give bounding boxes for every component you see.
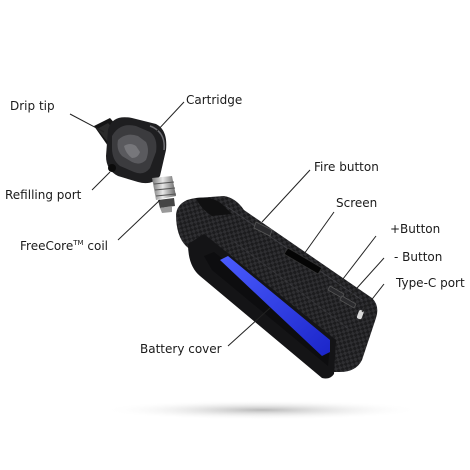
leader-lines bbox=[69, 101, 385, 347]
label-coil-suffix: coil bbox=[83, 239, 108, 253]
screen-shape bbox=[283, 247, 323, 275]
cartridge-part bbox=[94, 117, 167, 184]
leader-coil bbox=[117, 199, 161, 241]
label-cartridge: Cartridge bbox=[186, 93, 243, 107]
leader-type-c-port bbox=[361, 283, 385, 313]
label-plus-button: +Button bbox=[390, 222, 441, 236]
label-coil: FreeCoreTM coil bbox=[20, 236, 108, 253]
label-coil-name: FreeCore bbox=[20, 239, 74, 253]
label-refilling-port: Refilling port bbox=[5, 188, 82, 202]
label-coil-trademark: TM bbox=[73, 239, 84, 247]
leader-refilling-port bbox=[91, 171, 111, 191]
coil-part bbox=[152, 176, 177, 213]
leader-drip-tip bbox=[69, 113, 105, 133]
minus-button-shape bbox=[339, 295, 357, 309]
leader-battery-cover bbox=[227, 307, 271, 347]
fire-button-shape bbox=[253, 221, 273, 237]
type-c-port-shape bbox=[356, 310, 364, 320]
label-fire-button: Fire button bbox=[314, 160, 379, 174]
floor-shadow bbox=[102, 400, 422, 420]
battery-window-blue bbox=[220, 256, 330, 356]
label-battery-cover: Battery cover bbox=[140, 342, 222, 356]
label-drip-tip: Drip tip bbox=[10, 99, 55, 113]
label-minus-button: - Button bbox=[394, 250, 443, 264]
battery-body bbox=[176, 196, 378, 379]
leader-cartridge bbox=[155, 101, 185, 133]
leader-plus-button bbox=[335, 235, 377, 289]
leader-screen bbox=[303, 211, 335, 255]
refilling-port-hole bbox=[108, 164, 116, 172]
label-type-c-port: Type-C port bbox=[396, 276, 465, 290]
leader-fire-button bbox=[261, 169, 311, 223]
label-screen: Screen bbox=[336, 196, 378, 210]
leader-minus-button bbox=[347, 257, 385, 299]
